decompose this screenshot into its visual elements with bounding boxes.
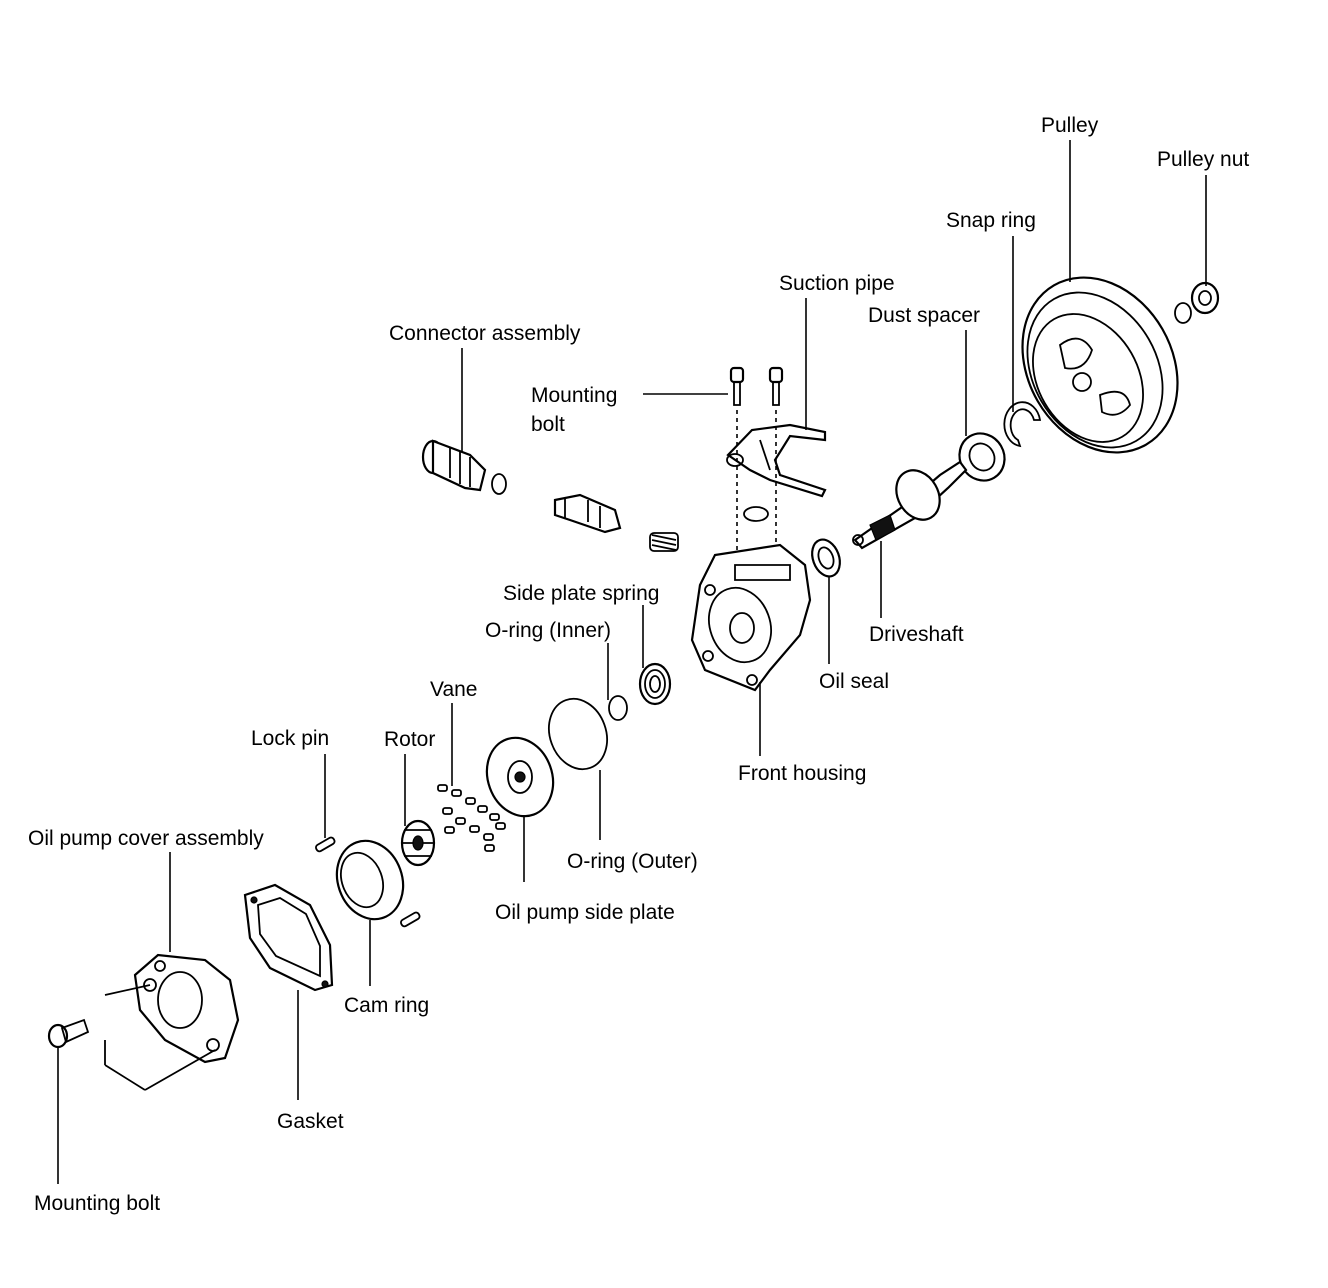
label-front-housing: Front housing xyxy=(738,762,866,785)
label-side-plate-spring: Side plate spring xyxy=(503,582,659,605)
snap-ring-part xyxy=(1003,401,1042,448)
flow-control-valve-part xyxy=(553,493,679,552)
label-pulley: Pulley xyxy=(1041,114,1099,137)
mounting-bolt-bottom-part xyxy=(47,1018,90,1049)
label-oil-pump-cover-assembly: Oil pump cover assembly xyxy=(28,827,264,850)
front-housing-part xyxy=(690,543,812,692)
label-suction-pipe: Suction pipe xyxy=(779,272,895,295)
driveshaft-part xyxy=(852,460,968,550)
mounting-bolts-top-part xyxy=(729,366,784,550)
pulley-nut-part xyxy=(1174,281,1220,324)
label-lock-pin: Lock pin xyxy=(251,727,329,750)
label-o-ring-outer: O-ring (Outer) xyxy=(567,850,698,873)
label-oil-pump-side-plate: Oil pump side plate xyxy=(495,901,675,924)
o-ring-inner-part xyxy=(608,695,628,721)
label-rotor: Rotor xyxy=(384,728,435,751)
label-pulley-nut: Pulley nut xyxy=(1157,148,1249,171)
label-snap-ring: Snap ring xyxy=(946,209,1036,232)
cam-ring-part xyxy=(335,839,405,921)
label-mounting-bolt-bottom: Mounting bolt xyxy=(34,1192,160,1215)
o-ring-outer-part xyxy=(548,697,608,771)
label-mounting-bolt-top-line1: Mounting xyxy=(531,384,617,407)
label-mounting-bolt-top-line2: bolt xyxy=(531,413,565,436)
gasket-part xyxy=(243,883,334,992)
label-o-ring-inner: O-ring (Inner) xyxy=(485,619,611,642)
rotor-part xyxy=(400,819,436,867)
vanes-part xyxy=(437,784,506,852)
leader-lines xyxy=(57,140,1207,1184)
dust-spacer-part xyxy=(958,432,1006,482)
label-connector-assembly: Connector assembly xyxy=(389,322,581,345)
oil-pump-cover-part xyxy=(104,953,240,1091)
oil-pump-side-plate-part xyxy=(485,736,555,818)
connector-assembly-part xyxy=(421,439,507,495)
lock-pins-part xyxy=(315,836,421,928)
suction-o-ring-part xyxy=(743,506,769,522)
label-cam-ring: Cam ring xyxy=(344,994,429,1017)
label-oil-seal: Oil seal xyxy=(819,670,889,693)
label-vane: Vane xyxy=(430,678,478,701)
label-dust-spacer: Dust spacer xyxy=(868,304,980,327)
side-plate-spring-part xyxy=(638,662,672,706)
suction-pipe-part xyxy=(726,423,827,498)
pulley-part xyxy=(1021,276,1179,454)
label-gasket: Gasket xyxy=(277,1110,344,1133)
oil-seal-part xyxy=(811,538,841,578)
label-driveshaft: Driveshaft xyxy=(869,623,964,646)
